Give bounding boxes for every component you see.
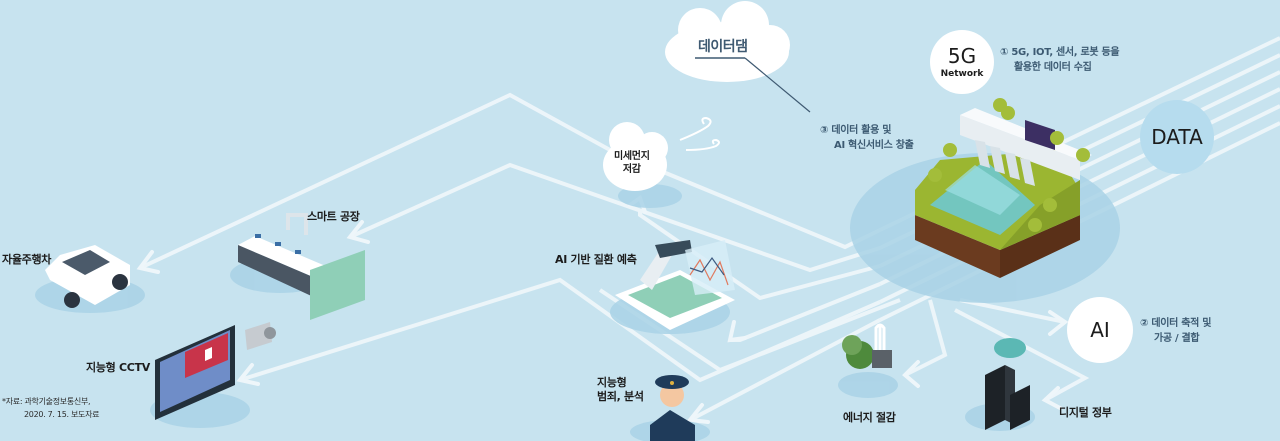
energy-saving-label: 에너지 절감 xyxy=(843,411,896,424)
step-3-line2: AI 혁신서비스 창출 xyxy=(834,139,914,151)
tablet-illustration xyxy=(615,240,735,330)
data-label: DATA xyxy=(1151,125,1203,149)
autonomous-car-label: 자율주행차 xyxy=(2,253,52,266)
step-1-note: ① 5G, IOT, 센서, 로봇 등을 활용한 데이터 수집 xyxy=(1000,46,1120,75)
intelligent-cctv-label: 지능형 CCTV xyxy=(86,361,150,374)
network-5g-bubble: 5G Network xyxy=(930,30,994,94)
data-dam-cloud xyxy=(665,1,790,82)
fine-dust-line2: 저감 xyxy=(622,164,641,175)
energy-illustration xyxy=(842,323,892,369)
fine-dust-line1: 미세먼지 xyxy=(614,151,650,162)
network-5g-label: 5G xyxy=(947,43,977,68)
step-3-note: ③ 데이터 활용 및 AI 혁신서비스 창출 xyxy=(820,124,914,153)
network-sub-label: Network xyxy=(940,68,984,79)
source-line1: *자료: 과학기술정보통신부, xyxy=(2,397,91,406)
police-illustration xyxy=(650,375,695,441)
step-3-number: ③ xyxy=(820,125,829,136)
car-illustration xyxy=(45,245,130,308)
fine-dust-label: 미세먼지 저감 xyxy=(614,150,650,176)
step-1-line1: 5G, IOT, 센서, 로봇 등을 xyxy=(1011,47,1120,58)
step-2-note: ② 데이터 축적 및 가공 / 결합 xyxy=(1140,317,1211,346)
crime-analysis-line1: 지능형 xyxy=(597,376,627,389)
cctv-illustration xyxy=(155,322,276,420)
digital-government-label: 디지털 정부 xyxy=(1059,406,1112,419)
step-2-line2: 가공 / 결합 xyxy=(1154,332,1200,344)
data-bubble: DATA xyxy=(1140,100,1214,174)
disease-prediction-label: AI 기반 질환 예측 xyxy=(555,253,637,266)
dam-illustration xyxy=(915,98,1092,278)
source-note: *자료: 과학기술정보통신부, 2020. 7. 15. 보도자료 xyxy=(2,396,100,422)
data-dam-title: 데이터댐 xyxy=(698,39,748,55)
source-line2: 2020. 7. 15. 보도자료 xyxy=(24,409,100,419)
ai-bubble: AI xyxy=(1067,297,1133,363)
smart-factory-label: 스마트 공장 xyxy=(307,210,360,223)
step-3-line1: 데이터 활용 및 xyxy=(831,125,892,136)
crime-analysis-line2: 범죄, 분석 xyxy=(597,390,644,404)
smart-factory-illustration xyxy=(238,213,365,320)
server-illustration xyxy=(985,338,1030,430)
crime-analysis-label: 지능형 범죄, 분석 xyxy=(597,376,644,405)
ai-label: AI xyxy=(1090,318,1110,342)
step-2-number: ② xyxy=(1140,318,1149,329)
step-1-line2: 활용한 데이터 수집 xyxy=(1014,61,1092,73)
step-1-number: ① xyxy=(1000,47,1009,58)
step-2-line1: 데이터 축적 및 xyxy=(1151,318,1212,329)
